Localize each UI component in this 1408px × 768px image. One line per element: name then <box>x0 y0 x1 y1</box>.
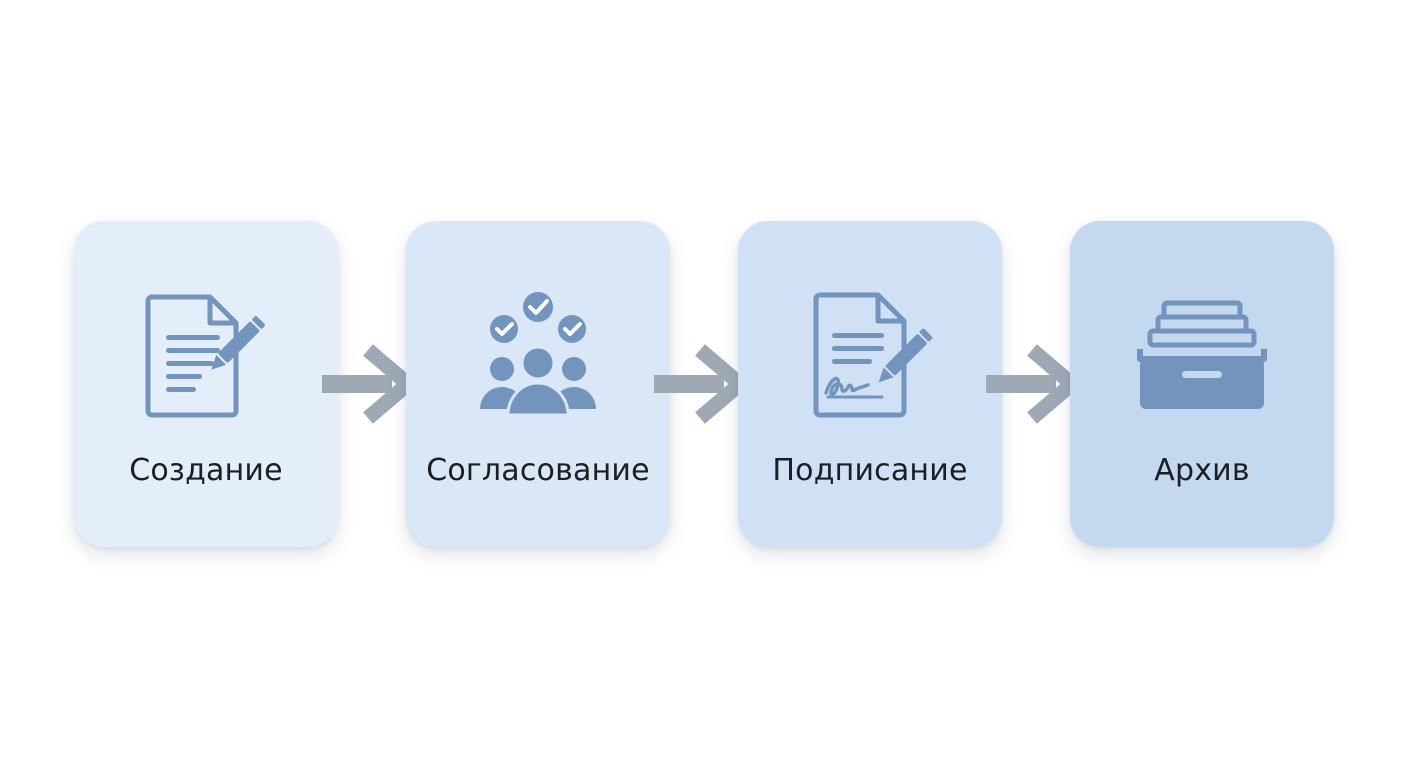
step-label: Согласование <box>426 453 650 488</box>
signed-document-icon <box>790 285 950 425</box>
team-approval-icon <box>458 285 618 425</box>
step-label: Подписание <box>772 453 968 488</box>
step-label: Архив <box>1154 453 1250 488</box>
step-archive: Архив <box>1070 221 1334 547</box>
step-label: Создание <box>129 453 283 488</box>
arrow-right-icon <box>322 344 418 424</box>
step-creation: Создание <box>74 221 338 547</box>
arrow-right-icon <box>654 344 750 424</box>
arrow-right-icon <box>986 344 1082 424</box>
document-edit-icon <box>126 285 286 425</box>
step-signing: Подписание <box>738 221 1002 547</box>
archive-drawer-icon <box>1122 285 1282 425</box>
step-approval: Согласование <box>406 221 670 547</box>
